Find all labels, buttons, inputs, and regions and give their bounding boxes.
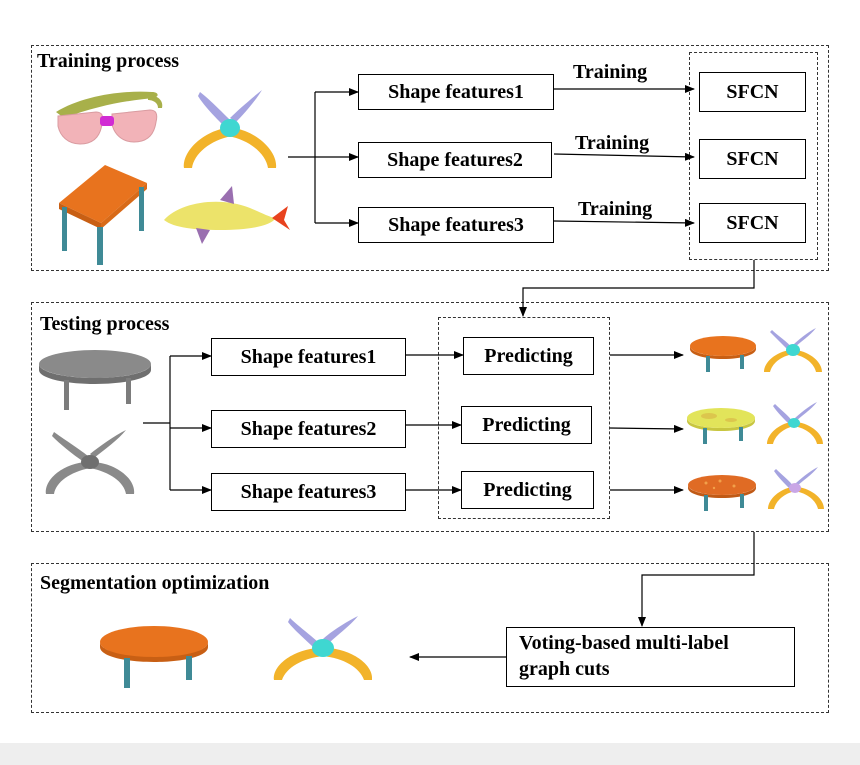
final-scissors-model-icon [273,616,373,680]
optimization-title: Segmentation optimization [40,572,270,594]
result-table-3-icon [688,475,756,511]
sfcn-box-1: SFCN [699,72,806,112]
training-label-2: Training [575,132,650,154]
training-title: Training process [37,50,180,72]
graph-cuts-line-1: Voting-based multi-label [519,632,729,654]
test-feature-box-3: Shape features3 [211,473,406,511]
predicting-box-2: Predicting [461,406,592,444]
sfcn-box-2: SFCN [699,139,806,179]
table-model-icon [59,165,147,265]
glasses-model-icon [56,91,163,145]
training-label-1: Training [573,61,648,83]
train-feature-box-2: Shape features2 [358,142,552,178]
predicting-box-3: Predicting [461,471,594,509]
gray-scissors-model-icon [45,430,135,494]
scissors-model-icon [183,90,277,168]
graph-cuts-line-2: graph cuts [519,658,610,680]
train-feature-box-1: Shape features1 [358,74,554,110]
training-label-3: Training [578,198,653,220]
train-feature-box-3: Shape features3 [358,207,554,243]
test-feature-box-1: Shape features1 [211,338,406,376]
predicting-box-1: Predicting [463,337,594,375]
final-table-model-icon [100,626,208,688]
sfcn-box-3: SFCN [699,203,806,243]
result-table-1-icon [690,336,756,372]
result-scissors-1-icon [764,328,822,372]
test-feature-box-2: Shape features2 [211,410,406,448]
result-table-2-icon [687,408,755,444]
dolphin-model-icon [164,186,290,244]
gray-table-model-icon [39,350,151,410]
testing-title: Testing process [40,313,170,335]
result-scissors-2-icon [767,402,823,444]
graph-cuts-box: Voting-based multi-label graph cuts [506,627,795,687]
predicting-group [438,317,610,519]
result-scissors-3-icon [768,467,824,509]
